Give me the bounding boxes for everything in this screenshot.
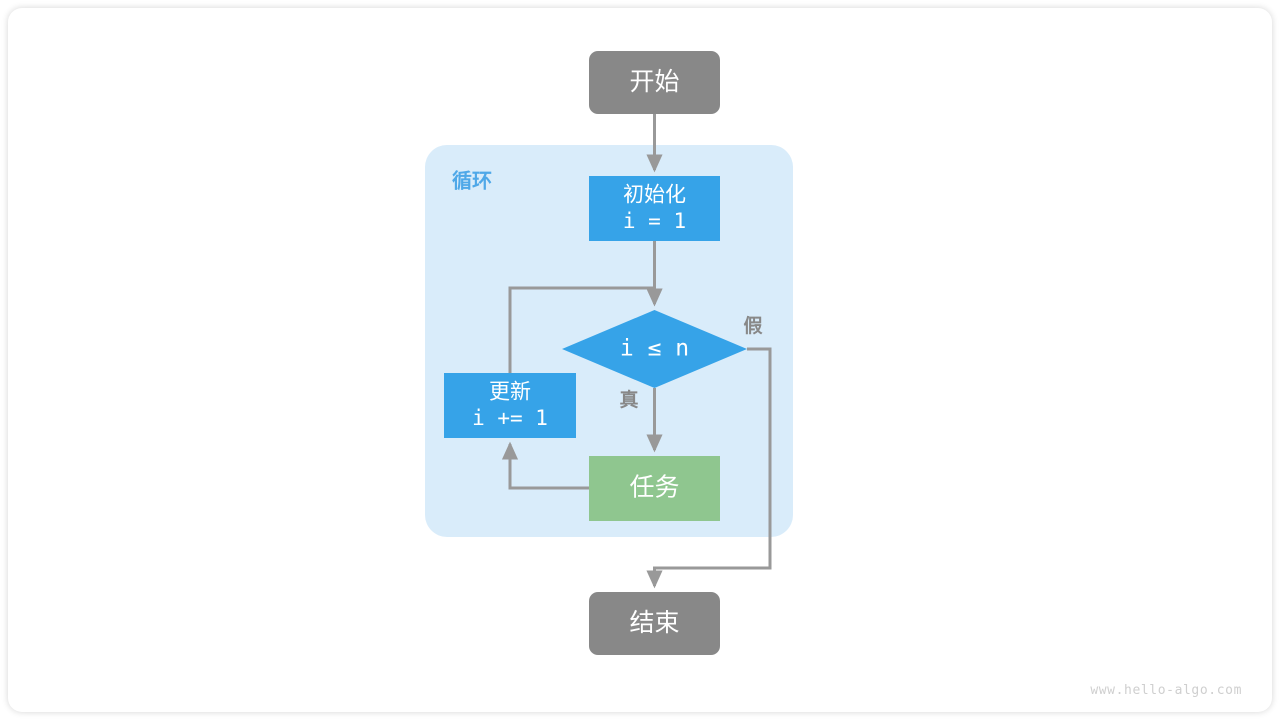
- node-update-label-line2: i += 1: [472, 406, 548, 430]
- node-task[interactable]: [589, 456, 720, 521]
- node-init[interactable]: [589, 176, 720, 241]
- watermark: www.hello-algo.com: [1090, 683, 1242, 698]
- node-init-label-line1: 初始化: [623, 184, 686, 207]
- node-start[interactable]: [589, 51, 720, 114]
- loop-container-label: 循环: [452, 168, 492, 192]
- node-init-label-line2: i = 1: [623, 209, 686, 233]
- node-condition-label: i ≤ n: [620, 336, 689, 362]
- node-condition[interactable]: [562, 310, 747, 388]
- edge-task-to-update: [501, 441, 589, 490]
- edge-update-to-condition: [508, 286, 663, 373]
- node-start-label: 开始: [629, 68, 679, 96]
- node-end[interactable]: [589, 592, 720, 655]
- node-update-label-line1: 更新: [489, 381, 531, 404]
- edge-label-false: 假: [743, 314, 762, 337]
- edge-condition-false-to-end: [646, 347, 772, 589]
- node-task-label: 任务: [629, 474, 679, 502]
- node-update[interactable]: [444, 373, 576, 438]
- node-end-label: 结束: [629, 609, 679, 637]
- edge-label-true: 真: [619, 388, 638, 411]
